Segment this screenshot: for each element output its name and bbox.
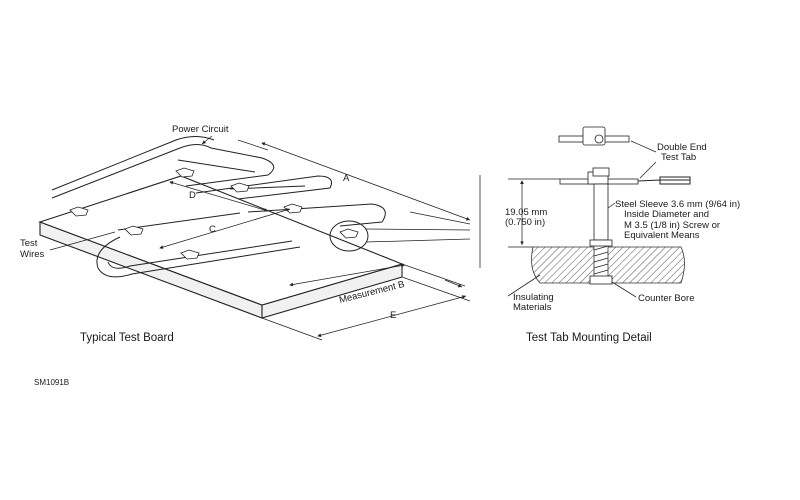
label-test-wires-2: Wires	[20, 249, 45, 260]
sleeve-nut	[589, 239, 613, 247]
label-dim-d: D	[189, 190, 196, 201]
caption-test-tab-mounting-detail: Test Tab Mounting Detail	[526, 332, 652, 344]
dim-c-line	[159, 208, 291, 249]
tab-connector-leader	[639, 161, 657, 179]
test-tab-7	[339, 228, 359, 239]
steel-sleeve	[593, 183, 609, 241]
label-power-circuit: Power Circuit	[172, 124, 229, 135]
test-tab-6	[180, 249, 200, 260]
dim-e-line	[317, 295, 467, 338]
label-insulating-2: Materials	[513, 302, 552, 313]
insulating-board-left	[531, 246, 595, 284]
dim-a-ext-1	[237, 139, 269, 151]
dim-b-arrow-2	[444, 279, 463, 288]
label-double-end-2: Test Tab	[661, 152, 696, 163]
label-dim-a: A	[343, 173, 350, 184]
label-sleeve-2: Inside Diameter and	[624, 209, 709, 220]
label-dim-mm: 19.05 mm	[505, 207, 547, 218]
label-insulating-1: Insulating	[513, 292, 554, 303]
label-sleeve-3: M 3.5 (1/8 in) Screw or	[624, 220, 720, 231]
test-tab-5	[124, 225, 144, 236]
detail-leader-line-2	[365, 238, 471, 243]
screw-threads	[593, 245, 609, 281]
counter-bore-leader	[611, 281, 637, 298]
label-dim-in: (0.750 in)	[505, 217, 545, 228]
insulating-board-right	[607, 246, 685, 284]
label-dim-e: E	[390, 310, 396, 321]
label-double-end-1: Double End	[657, 142, 707, 153]
label-sleeve-4: Equivalent Means	[624, 230, 700, 241]
sleeve-leader	[607, 202, 616, 209]
tab-mounting-figure: Double End Test Tab 19.05 mm (0.750 in) …	[479, 126, 740, 344]
label-test-wires-1: Test	[20, 238, 38, 249]
tab-wire-connector	[637, 176, 691, 185]
detail-callout-circle	[329, 220, 369, 252]
test-wires-leader	[49, 231, 116, 251]
label-dim-c: C	[209, 224, 216, 235]
dim-b-line	[289, 263, 406, 287]
counter-bore	[589, 275, 613, 285]
dim-e-ext-1	[261, 317, 323, 341]
dim-a-ext-2	[409, 211, 471, 225]
test-tab-1	[69, 206, 89, 217]
screw-head	[592, 167, 610, 177]
test-tab-3	[230, 182, 250, 193]
insulating-leader	[507, 274, 541, 297]
test-tab-2	[175, 167, 195, 178]
caption-typical-test-board: Typical Test Board	[80, 332, 174, 344]
power-circuit-lead	[51, 136, 215, 191]
label-counter-bore: Counter Bore	[638, 293, 695, 304]
tab-hole-top	[594, 134, 604, 144]
test-tab-4	[283, 203, 303, 214]
double-end-leader	[630, 140, 657, 153]
dim-d-line	[169, 181, 269, 212]
dim-a-line	[261, 142, 471, 221]
power-circuit-arrow	[201, 135, 213, 145]
dim-b-ext	[401, 263, 466, 287]
test-board-figure: Power Circuit A D C Measurement B E Test…	[20, 124, 471, 344]
label-sleeve-1: Steel Sleeve 3.6 mm (9/64 in)	[615, 199, 740, 210]
figure-code: SM1091B	[34, 378, 69, 387]
detail-leader-line-1	[365, 228, 471, 231]
